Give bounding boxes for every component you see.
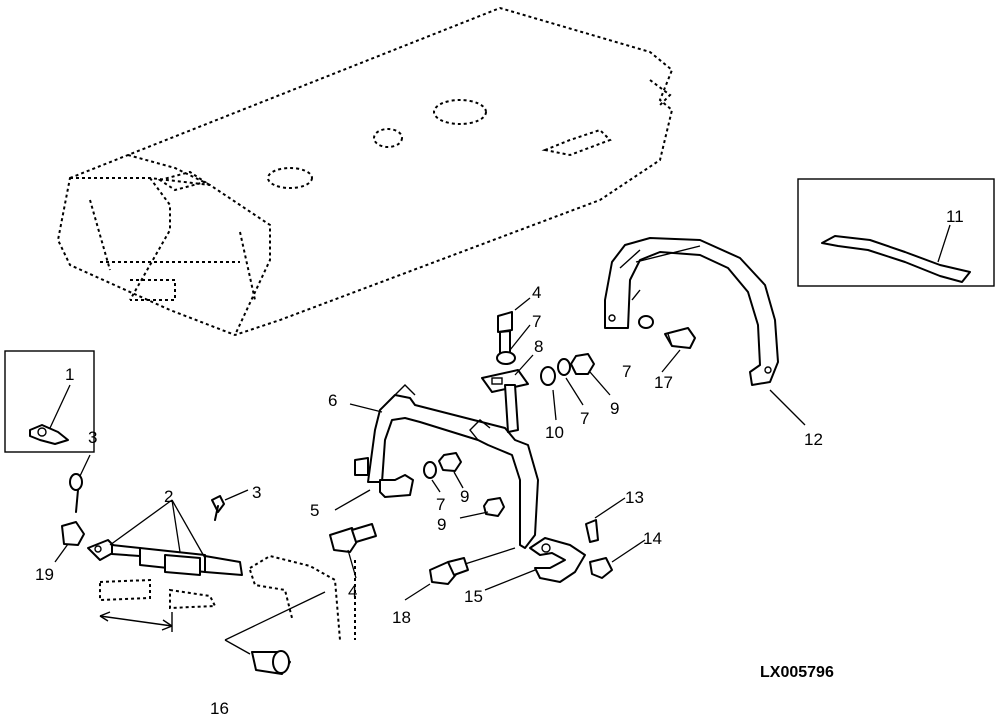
callout-7-right: 7 [580,409,589,428]
lower-frame [99,554,341,641]
callout-4-top: 4 [532,283,541,302]
callout-3-left: 3 [88,428,97,447]
pin-3-left [54,454,91,563]
washers-nuts-mid [423,452,505,519]
hood-outline [56,6,674,337]
bolt-4-top [496,297,531,365]
guard-bracket [604,237,806,426]
inset-latch [4,350,95,453]
callout-19: 19 [35,565,54,584]
callout-7-mid: 7 [436,495,445,514]
callout-4-lower: 4 [348,582,357,601]
callout-16: 16 [210,699,229,716]
callout-1: 1 [65,365,74,384]
bolt-4-lower [329,523,377,640]
latch-bracket [484,497,646,591]
main-bracket [334,384,539,549]
callout-9-low: 9 [437,515,446,534]
callout-10: 10 [545,423,564,442]
callout-8: 8 [534,337,543,356]
inset-trim-strip [797,178,995,287]
callout-12: 12 [804,430,823,449]
callout-15: 15 [464,587,483,606]
bolt-17 [638,315,696,373]
callout-11: 11 [946,207,964,226]
callout-3-right: 3 [252,483,261,502]
post-assembly [481,354,534,433]
washers-nuts-right [540,353,611,421]
strut-assembly [87,489,249,576]
callout-9-right: 9 [610,399,619,418]
callout-labels: 1 2 3 3 4 4 5 6 7 7 7 7 8 9 9 9 10 11 12… [35,207,964,716]
bolt-18 [404,547,516,601]
drawing-code: LX005796 [760,664,834,681]
callout-7-guard: 7 [622,362,631,381]
callout-14: 14 [643,529,662,548]
callout-2: 2 [164,487,173,506]
callout-18: 18 [392,608,411,627]
callout-9-mid: 9 [460,487,469,506]
callout-6: 6 [328,391,337,410]
callout-13: 13 [625,488,644,507]
bushing-16 [224,591,326,675]
callout-17: 17 [654,373,673,392]
callout-5: 5 [310,501,319,520]
callout-7-top: 7 [532,312,541,331]
